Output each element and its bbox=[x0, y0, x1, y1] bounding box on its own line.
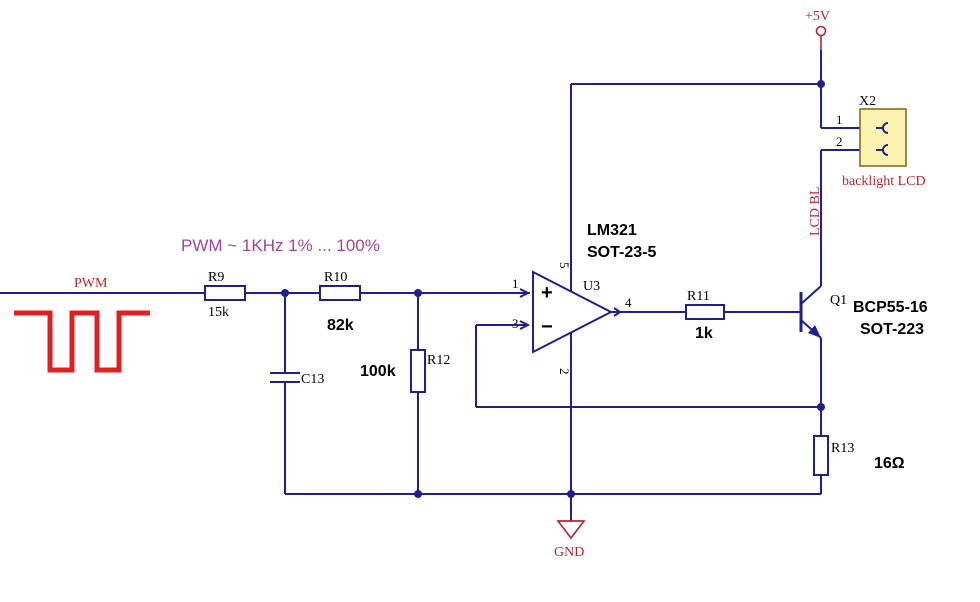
x2-pin2-label: 2 bbox=[836, 134, 843, 149]
r10-resistor bbox=[319, 285, 361, 301]
r11-resistor bbox=[685, 304, 725, 320]
junction-dot bbox=[567, 490, 575, 498]
r9-value: 15k bbox=[208, 305, 229, 320]
r9-ref: R9 bbox=[208, 270, 224, 285]
r13-resistor bbox=[813, 435, 829, 476]
u3-pin2-label: 2 bbox=[557, 368, 572, 375]
x2-ref: X2 bbox=[859, 94, 876, 109]
u3-pin1-arrow bbox=[519, 288, 531, 298]
ground-icon bbox=[556, 520, 586, 540]
u3-plus-sign: + bbox=[541, 282, 553, 304]
pwm-spec-label: PWM ~ 1KHz 1% ... 100% bbox=[181, 236, 380, 255]
x2-pin1-label: 1 bbox=[836, 112, 843, 127]
r12-value: 100k bbox=[360, 363, 396, 380]
u3-part: LM321 bbox=[587, 222, 637, 239]
u3-pin4-label: 4 bbox=[625, 295, 632, 310]
r11-ref: R11 bbox=[687, 289, 710, 304]
gnd-label: GND bbox=[554, 545, 584, 560]
q1-emitter-arrow bbox=[808, 325, 821, 338]
q1-collector bbox=[800, 285, 822, 305]
x2-description: backlight LCD bbox=[842, 174, 926, 189]
junction-dot bbox=[414, 490, 422, 498]
lcd-bl-net-label: LCD BL bbox=[808, 187, 823, 236]
junction-dot bbox=[817, 80, 825, 88]
pwm-waveform-icon bbox=[14, 310, 150, 373]
supply-terminal-icon bbox=[815, 25, 827, 37]
x2-pin1-socket-icon bbox=[882, 122, 889, 134]
x2-connector bbox=[859, 108, 907, 167]
q1-package: SOT-223 bbox=[860, 321, 924, 338]
supply-label: +5V bbox=[805, 9, 830, 24]
u3-pin1-label: 1 bbox=[512, 276, 519, 291]
q1-ref: Q1 bbox=[830, 293, 847, 308]
x2-pin2-socket-icon bbox=[882, 144, 889, 156]
junction-dot bbox=[817, 403, 825, 411]
r12-resistor bbox=[410, 349, 426, 393]
u3-pin5-label: 5 bbox=[557, 262, 572, 269]
c13-ref: C13 bbox=[301, 372, 324, 387]
pwm-net-label: PWM bbox=[74, 276, 108, 291]
r9-resistor bbox=[204, 285, 246, 301]
r10-ref: R10 bbox=[324, 270, 347, 285]
u3-pin3-label: 3 bbox=[512, 316, 519, 331]
r10-value: 82k bbox=[327, 317, 354, 334]
u3-package: SOT-23-5 bbox=[587, 244, 656, 261]
r12-ref: R12 bbox=[427, 353, 450, 368]
r13-value: 16Ω bbox=[874, 455, 905, 472]
r11-value: 1k bbox=[695, 325, 713, 342]
u3-ref: U3 bbox=[583, 279, 600, 294]
u3-minus-sign: − bbox=[541, 316, 553, 338]
q1-part: BCP55-16 bbox=[853, 299, 928, 316]
r13-ref: R13 bbox=[831, 441, 854, 456]
